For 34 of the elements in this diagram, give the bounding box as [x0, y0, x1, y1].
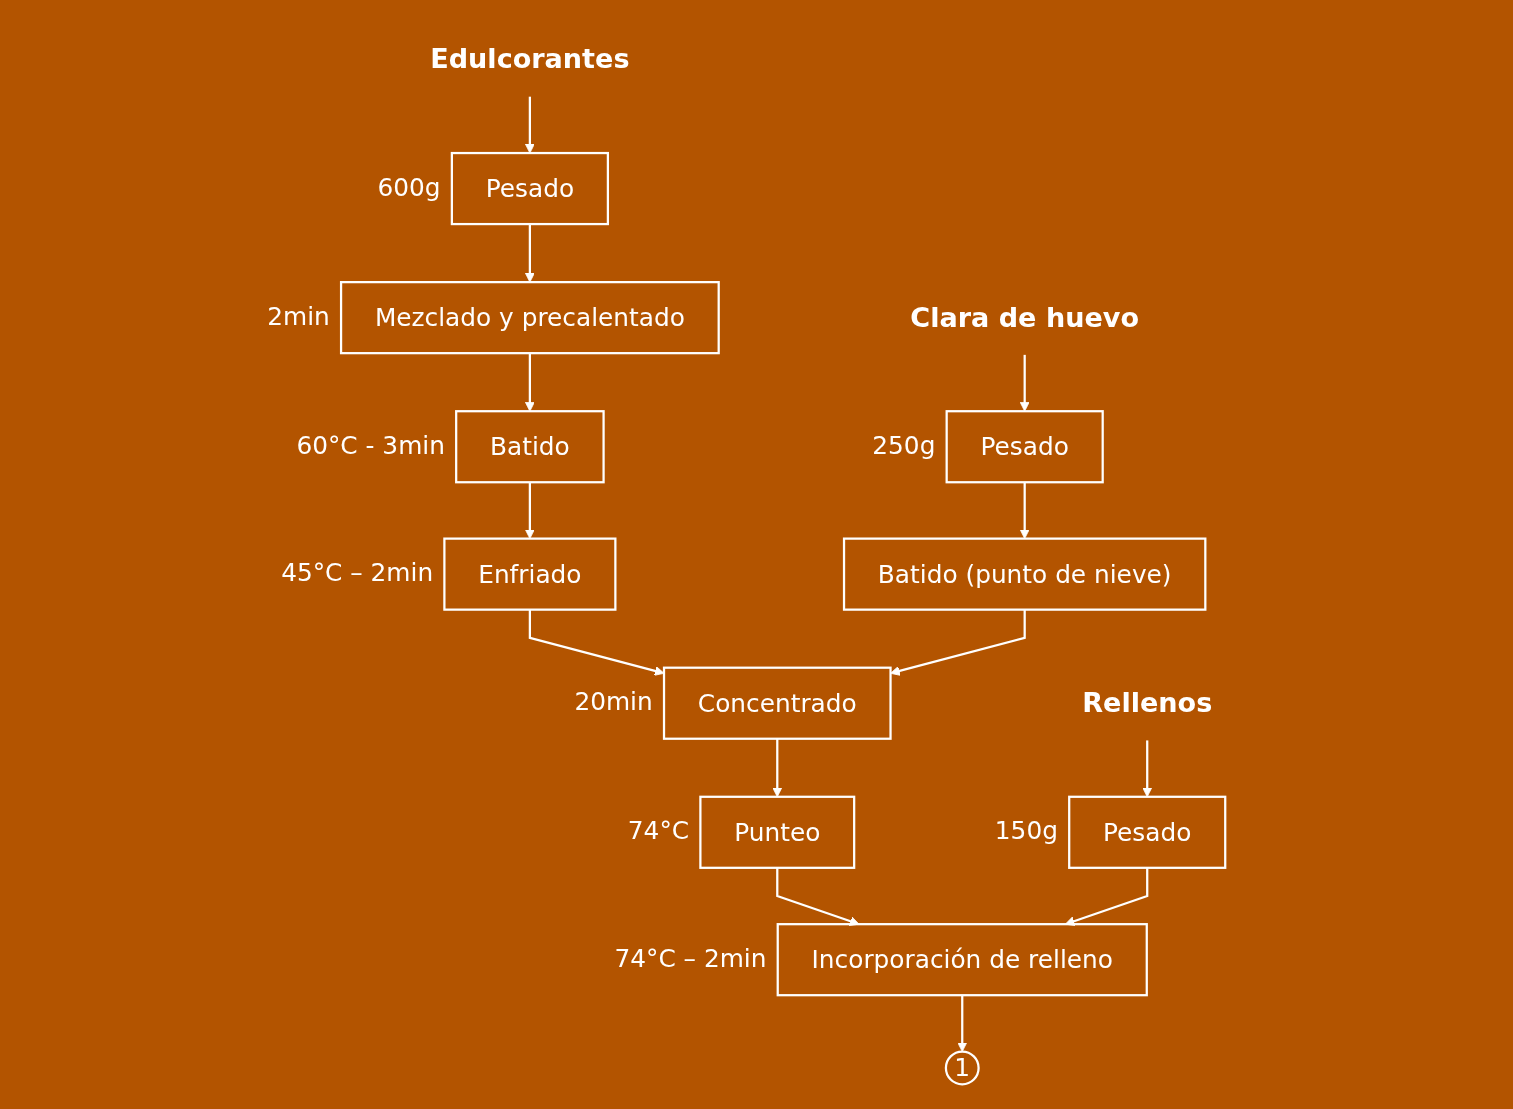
node-box: [443, 537, 617, 611]
arrow: [772, 738, 783, 798]
arrow: [528, 609, 665, 676]
node-text: Edulcorantes: [430, 43, 630, 76]
node-box: [454, 410, 605, 484]
arrow: [957, 995, 968, 1053]
node-box: [450, 152, 609, 226]
arrow: [524, 353, 535, 412]
node-box: [776, 923, 1148, 997]
node-box: [339, 281, 720, 355]
node-box: [1067, 795, 1227, 870]
node-text: Clara de huevo: [910, 301, 1139, 334]
arrow: [1019, 354, 1030, 412]
step-note: 74°C: [627, 816, 689, 846]
step-note: 60°C - 3min: [296, 430, 445, 460]
node-box: [945, 410, 1104, 484]
arrow: [1019, 482, 1030, 540]
arrow: [524, 482, 535, 540]
node-box: [662, 666, 892, 740]
node-circle: [944, 1050, 980, 1086]
arrow: [889, 609, 1026, 676]
step-note: 250g: [872, 430, 936, 460]
node-box: [699, 795, 856, 870]
arrow: [1142, 740, 1152, 798]
step-note: 150g: [994, 816, 1058, 846]
step-note: 600g: [377, 172, 441, 202]
step-note: 74°C – 2min: [614, 943, 767, 973]
step-note: 45°C – 2min: [281, 558, 433, 588]
arrow: [524, 224, 535, 283]
step-note: 2min: [267, 301, 330, 331]
arrow: [524, 96, 535, 154]
step-note: 20min: [574, 687, 653, 717]
node-text: Rellenos: [1082, 687, 1213, 720]
node-box: [842, 537, 1207, 611]
